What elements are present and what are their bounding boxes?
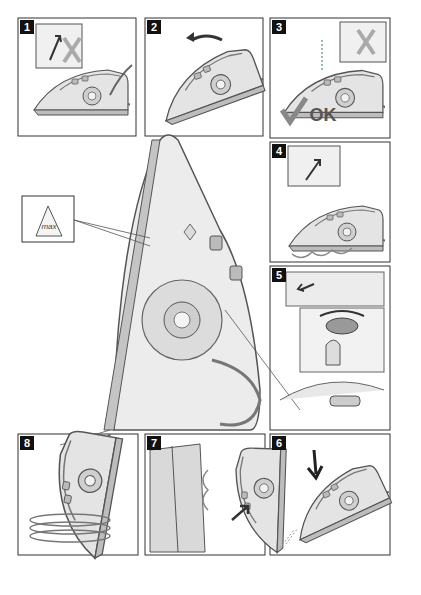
number-squares xyxy=(20,20,286,450)
callout-number: 8 xyxy=(20,436,34,450)
callout-number: 6 xyxy=(272,436,286,450)
callout-number: 5 xyxy=(272,268,286,282)
callout-number: 7 xyxy=(147,436,161,450)
callout-number: 1 xyxy=(20,20,34,34)
ok-mark: OK xyxy=(306,104,340,126)
callout-number: 4 xyxy=(272,144,286,158)
max-marker: max xyxy=(36,220,62,232)
callout-number: 3 xyxy=(272,20,286,34)
callout-number: 2 xyxy=(147,20,161,34)
